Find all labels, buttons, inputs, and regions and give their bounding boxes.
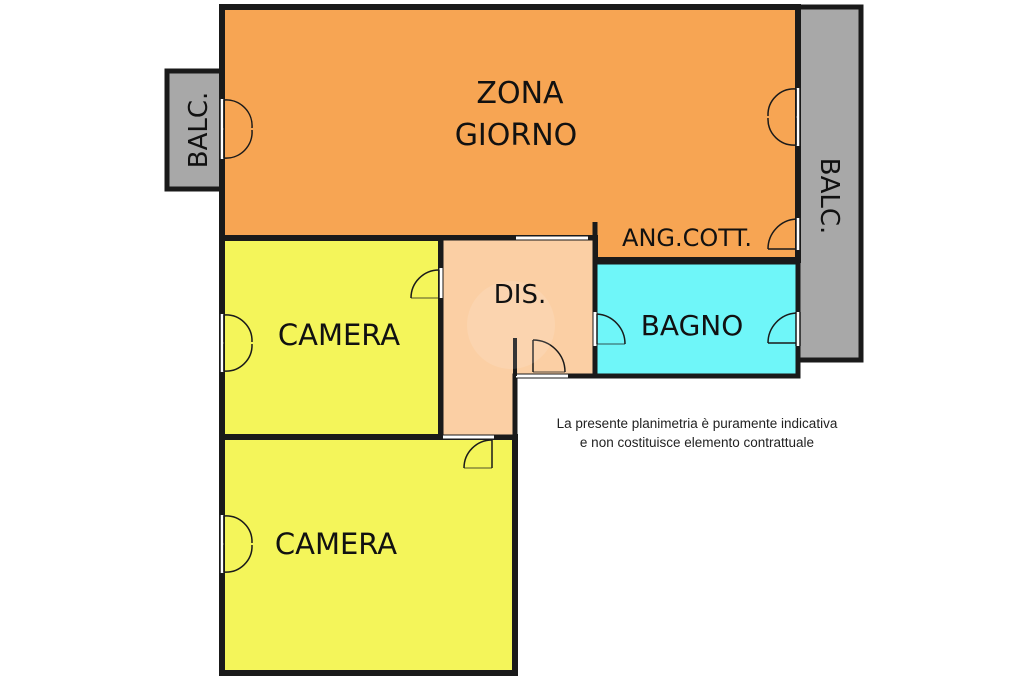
label-balcone-right: BALC. bbox=[814, 158, 844, 235]
label-zona-giorno-1: ZONA bbox=[476, 76, 564, 111]
balcony-left bbox=[164, 68, 225, 192]
door-bagno bbox=[596, 313, 626, 345]
label-camera-2: CAMERA bbox=[275, 527, 397, 561]
label-bagno: BAGNO bbox=[641, 309, 744, 342]
room-camera-1 bbox=[219, 235, 444, 440]
label-angolo-cottura: ANG.COTT. bbox=[622, 224, 752, 252]
room-bagno bbox=[592, 259, 801, 379]
door-camera-2 bbox=[463, 439, 493, 469]
label-camera-1: CAMERA bbox=[278, 318, 400, 352]
watermark-circle bbox=[467, 281, 555, 369]
door-camera-1 bbox=[410, 269, 440, 299]
disclaimer-line-1: La presente planimetria è puramente indi… bbox=[557, 416, 838, 431]
balcony-right bbox=[795, 4, 864, 363]
door-disimpegno bbox=[532, 339, 566, 373]
disclaimer-line-2: e non costituisce elemento contrattuale bbox=[580, 435, 814, 450]
label-balcone-left: BALC. bbox=[184, 92, 214, 169]
window-right-balcony-top bbox=[767, 88, 801, 146]
label-zona-giorno-2: GIORNO bbox=[455, 118, 578, 153]
window-camera-2 bbox=[219, 515, 253, 573]
window-left-balcony bbox=[219, 99, 253, 159]
room-camera-2 bbox=[219, 434, 518, 676]
window-right-balcony-kitchen bbox=[767, 218, 801, 250]
label-disimpegno: DIS. bbox=[494, 280, 546, 310]
window-camera-1 bbox=[219, 314, 253, 372]
window-bagno bbox=[767, 312, 801, 346]
